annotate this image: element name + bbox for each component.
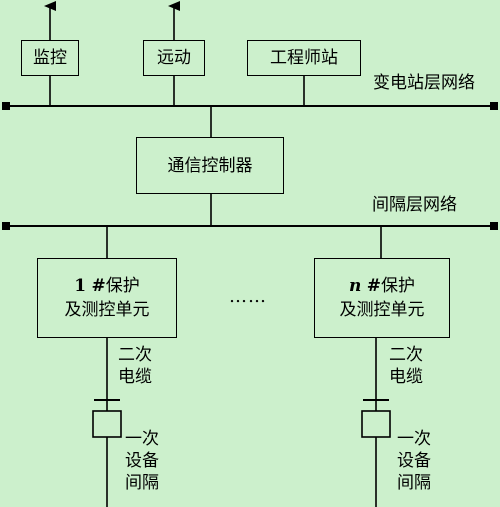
communication-controller-label: 通信控制器 xyxy=(167,155,253,176)
right-ct-box xyxy=(361,410,391,438)
left-ct-box xyxy=(92,410,122,438)
protection-unit-n: n #保护 及测控单元 xyxy=(314,258,450,338)
unit-n-subtitle: 及测控单元 xyxy=(339,300,425,320)
unit-1-protection: 保护 xyxy=(105,276,140,296)
monitor-label: 监控 xyxy=(33,48,67,68)
unit-n-protection: 保护 xyxy=(381,276,416,296)
station-bus-right-terminal xyxy=(490,102,498,110)
unit-n-hash: # xyxy=(366,276,382,296)
unit-1-hash: # xyxy=(91,276,106,296)
unit-1-number: 1 xyxy=(74,276,87,296)
unit-n-number: n xyxy=(348,276,362,296)
unit-1-subtitle: 及测控单元 xyxy=(64,300,150,320)
engineer-station-label: 工程师站 xyxy=(270,48,338,68)
left-secondary-cable-label: 二次 电缆 xyxy=(118,344,152,388)
bay-bus-right-terminal xyxy=(490,222,498,230)
bay-bus-left-terminal xyxy=(2,222,10,230)
bay-network-label: 间隔层网络 xyxy=(372,195,457,215)
station-network-label: 变电站层网络 xyxy=(373,73,475,93)
left-primary-bay-label: 一次 设备 间隔 xyxy=(125,428,159,494)
left-cable-line1: 二次 xyxy=(118,345,152,365)
monitor-box: 监控 xyxy=(21,40,79,76)
left-bay-line2: 设备 xyxy=(125,451,159,471)
unit-1-title-line: 1 #保护 xyxy=(74,274,140,298)
unit-n-title-line: n #保护 xyxy=(349,274,415,298)
communication-controller-box: 通信控制器 xyxy=(136,137,284,194)
right-bay-line2: 设备 xyxy=(397,451,431,471)
right-secondary-cable-label: 二次 电缆 xyxy=(389,344,423,388)
right-bay-line3: 间隔 xyxy=(397,473,431,493)
left-bay-line3: 间隔 xyxy=(125,473,159,493)
units-ellipsis: …… xyxy=(229,286,267,307)
right-bay-line1: 一次 xyxy=(397,429,431,449)
left-cable-line2: 电缆 xyxy=(118,367,152,387)
right-cable-line2: 电缆 xyxy=(389,367,423,387)
protection-unit-1: 1 #保护 及测控单元 xyxy=(37,258,177,338)
telecontrol-box: 远动 xyxy=(143,40,205,76)
right-primary-bay-label: 一次 设备 间隔 xyxy=(397,428,431,494)
engineer-station-box: 工程师站 xyxy=(247,40,361,76)
left-bay-line1: 一次 xyxy=(125,429,159,449)
right-cable-line1: 二次 xyxy=(389,345,423,365)
station-bus-left-terminal xyxy=(2,102,10,110)
telecontrol-label: 远动 xyxy=(157,48,191,68)
